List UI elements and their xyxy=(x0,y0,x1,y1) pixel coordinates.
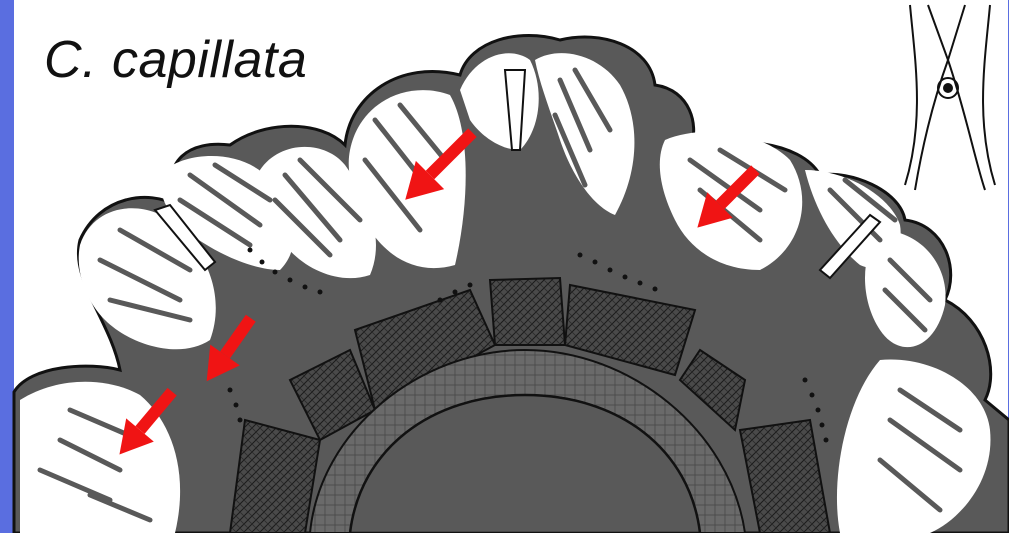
diagram-title: C. capillata xyxy=(44,30,307,90)
